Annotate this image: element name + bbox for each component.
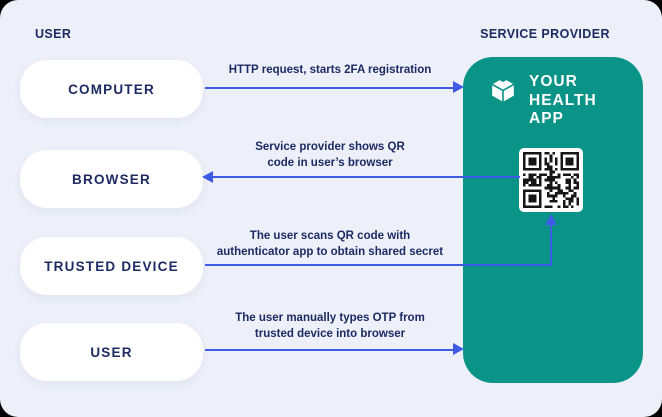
flow-1-arrowhead-right (453, 81, 464, 93)
cube-icon (491, 77, 515, 102)
flow-4-label: The user manually types OTP from trusted… (235, 312, 425, 340)
flow-3-label: The user scans QR code with authenticato… (216, 230, 444, 258)
actor-label: USER (90, 344, 133, 360)
brand-lockup: YOUR HEALTH APP (490, 73, 597, 129)
flow-3-arrow-line-vertical (550, 225, 552, 265)
actor-label: TRUSTED DEVICE (44, 258, 179, 274)
flow-3-arrow-line-horizontal (205, 264, 552, 266)
user-column-header: USER (35, 27, 72, 41)
flow-1-label: HTTP request, starts 2FA registration (228, 64, 432, 76)
flow-4-arrow-line (205, 349, 453, 351)
flow-2-label: Service provider shows QR code in user’s… (255, 141, 405, 169)
service-provider-panel: YOUR HEALTH APP (463, 57, 643, 383)
flow-3-arrowhead-up (545, 214, 557, 225)
actor-box-user: USER (20, 323, 203, 381)
actor-label: COMPUTER (68, 81, 155, 97)
flow-2-arrow-line (213, 176, 520, 178)
actor-label: BROWSER (72, 171, 151, 187)
qr-code (519, 148, 583, 212)
service-provider-column-header: SERVICE PROVIDER (480, 27, 610, 41)
actor-box-browser: BROWSER (20, 150, 203, 208)
flow-4-arrowhead-right (453, 343, 464, 355)
qr-pattern (523, 152, 579, 208)
flow-2-arrowhead-left (202, 171, 213, 183)
actor-box-computer: COMPUTER (20, 60, 203, 118)
actor-box-trusted-device: TRUSTED DEVICE (20, 237, 203, 295)
flow-1-arrow-line (205, 87, 453, 89)
brand-name: YOUR HEALTH APP (529, 73, 597, 127)
